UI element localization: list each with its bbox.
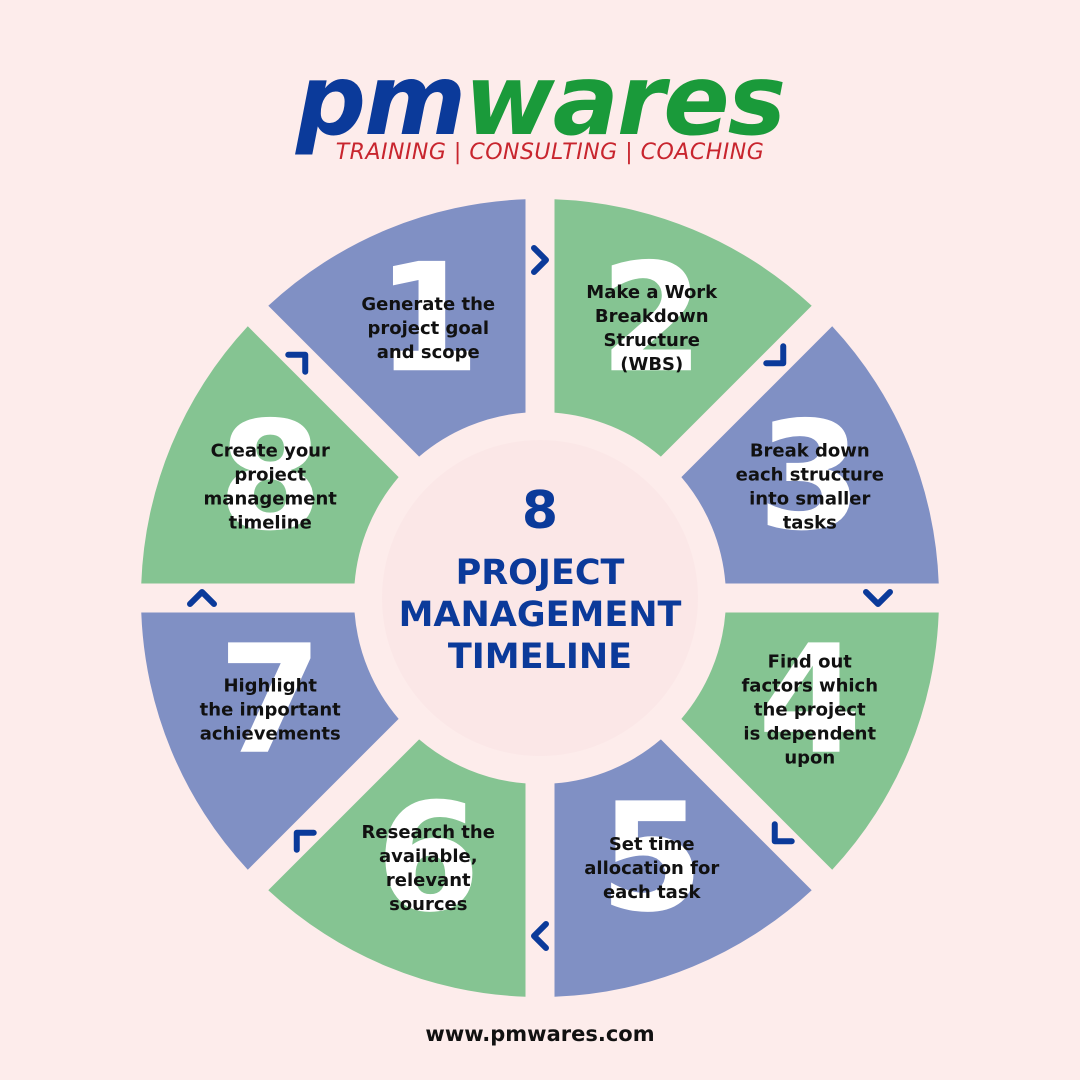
- center-title-line-3: TIMELINE: [448, 637, 632, 677]
- logo-wares: wares: [464, 44, 786, 158]
- chevron-right-icon: [187, 589, 217, 607]
- chevron-right-icon: [293, 829, 317, 853]
- step-4-segment: [681, 612, 939, 870]
- step-1-segment: [268, 199, 526, 457]
- step-2-text-line: (WBS): [620, 354, 683, 375]
- step-4-text-line: factors which: [741, 676, 878, 697]
- step-8-text-line: Create your: [211, 440, 330, 461]
- step-3-text-line: tasks: [783, 512, 837, 533]
- step-5-big-number: 5: [600, 772, 704, 946]
- step-7-segment: [141, 612, 399, 870]
- step-6-text-line: available,: [379, 846, 478, 867]
- wheel-arrows: [187, 245, 893, 951]
- step-3-big-number: 3: [758, 390, 862, 564]
- step-7-text-line: the important: [200, 700, 342, 721]
- step-6-text-line: relevant: [386, 870, 471, 891]
- chevron-right-icon: [531, 245, 549, 275]
- step-1-text-line: Generate the: [361, 294, 495, 315]
- step-3-text-line: each structure: [736, 464, 884, 485]
- step-5-segment: [554, 739, 812, 997]
- chevron-right-icon: [863, 589, 893, 607]
- step-5-text-line: each task: [603, 882, 702, 903]
- step-1-big-number: 1: [376, 232, 480, 406]
- step-5-text-line: Set time: [609, 834, 695, 855]
- chevron-right-icon: [531, 921, 549, 951]
- center-title-line-2: MANAGEMENT: [399, 595, 682, 635]
- step-4-text-line: is dependent: [743, 724, 876, 745]
- step-6-text-line: sources: [389, 894, 467, 915]
- logo: pmwares TRAINING | CONSULTING | COACHING: [0, 52, 1080, 165]
- step-8-text-line: management: [204, 488, 338, 509]
- step-8-text-line: project: [234, 464, 306, 485]
- center-circle: [382, 440, 698, 756]
- center-number: 8: [522, 481, 558, 541]
- step-5-text-line: allocation for: [584, 858, 719, 879]
- step-7-text-line: achievements: [200, 724, 341, 745]
- logo-tagline: TRAINING | CONSULTING | COACHING: [335, 140, 765, 165]
- website-url: www.pmwares.com: [425, 1022, 655, 1046]
- step-4-text-line: upon: [784, 748, 835, 769]
- logo-pm: pm: [295, 44, 466, 158]
- step-4-text-line: the project: [754, 700, 866, 721]
- step-3-text-line: Break down: [750, 440, 870, 461]
- step-6-text-line: Research the: [362, 822, 495, 843]
- step-1-text-line: project goal: [367, 318, 489, 339]
- chevron-right-icon: [763, 343, 787, 367]
- step-7-text-line: Highlight: [223, 676, 317, 697]
- step-6-big-number: 6: [376, 772, 480, 946]
- step-2-segment: [554, 199, 812, 457]
- chevron-right-icon: [771, 821, 795, 845]
- step-1-text-line: and scope: [377, 342, 480, 363]
- step-8-text-line: timeline: [229, 512, 312, 533]
- step-3-text-line: into smaller: [749, 488, 870, 509]
- step-8-big-number: 8: [218, 390, 322, 564]
- step-4-text-line: Find out: [768, 652, 853, 673]
- step-2-big-number: 2: [600, 232, 704, 406]
- step-8-segment: [141, 326, 399, 584]
- center-title-line-1: PROJECT: [456, 553, 625, 593]
- step-2-text-line: Make a Work: [586, 282, 718, 303]
- step-7-big-number: 7: [218, 614, 322, 788]
- step-2-text-line: Structure: [604, 330, 700, 351]
- step-6-segment: [268, 739, 526, 997]
- step-3-segment: [681, 326, 939, 584]
- step-4-big-number: 4: [758, 614, 862, 788]
- chevron-right-icon: [285, 351, 309, 375]
- step-2-text-line: Breakdown: [595, 306, 709, 327]
- logo-wordmark: pmwares: [0, 52, 1080, 150]
